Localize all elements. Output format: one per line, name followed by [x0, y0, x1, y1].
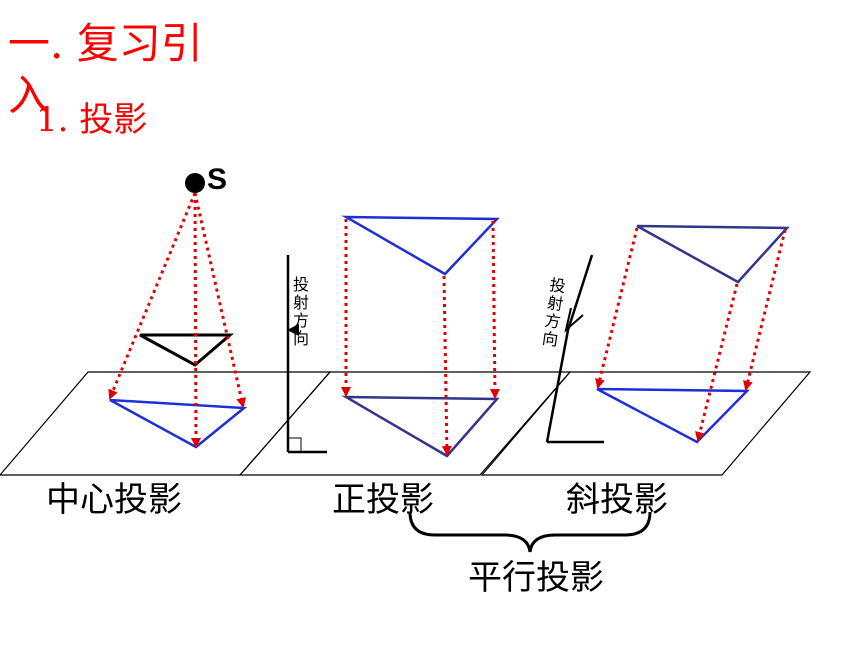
ortho-object-triangle	[341, 215, 500, 276]
plane-orthographic	[238, 371, 572, 476]
central-projector	[190, 192, 201, 448]
ortho-image-triangle	[341, 395, 500, 458]
point-s-label: S	[207, 163, 228, 196]
subsection-heading: 1. 投影	[36, 100, 148, 140]
central-object-triangle	[139, 333, 235, 367]
label-orthographic-projection: 正投影	[332, 480, 434, 520]
section-heading-continued: 入	[8, 71, 51, 120]
oblique-projector	[743, 229, 787, 391]
section-heading: 一. 复习引	[8, 19, 203, 68]
plane-central	[0, 371, 332, 476]
label-central-projection: 中心投影	[46, 480, 182, 520]
label-oblique-projection: 斜投影	[566, 480, 668, 520]
oblique-object-triangle	[636, 224, 790, 284]
parallel-brace	[408, 511, 652, 553]
oblique-projector	[695, 283, 739, 442]
direction-label-vertical: 投射方向	[292, 275, 309, 348]
central-image-triangle	[109, 398, 248, 449]
right-angle-mark	[288, 437, 302, 452]
point-s	[185, 173, 205, 193]
ortho-projector	[441, 275, 452, 456]
ortho-projector	[489, 220, 500, 399]
label-parallel-projection: 平行投影	[468, 558, 604, 598]
direction-arrow-oblique	[566, 254, 594, 331]
plane-oblique	[480, 371, 812, 476]
central-projector	[193, 192, 247, 408]
oblique-image-triangle	[596, 387, 750, 444]
central-projector	[108, 192, 197, 400]
oblique-projector	[595, 227, 639, 389]
